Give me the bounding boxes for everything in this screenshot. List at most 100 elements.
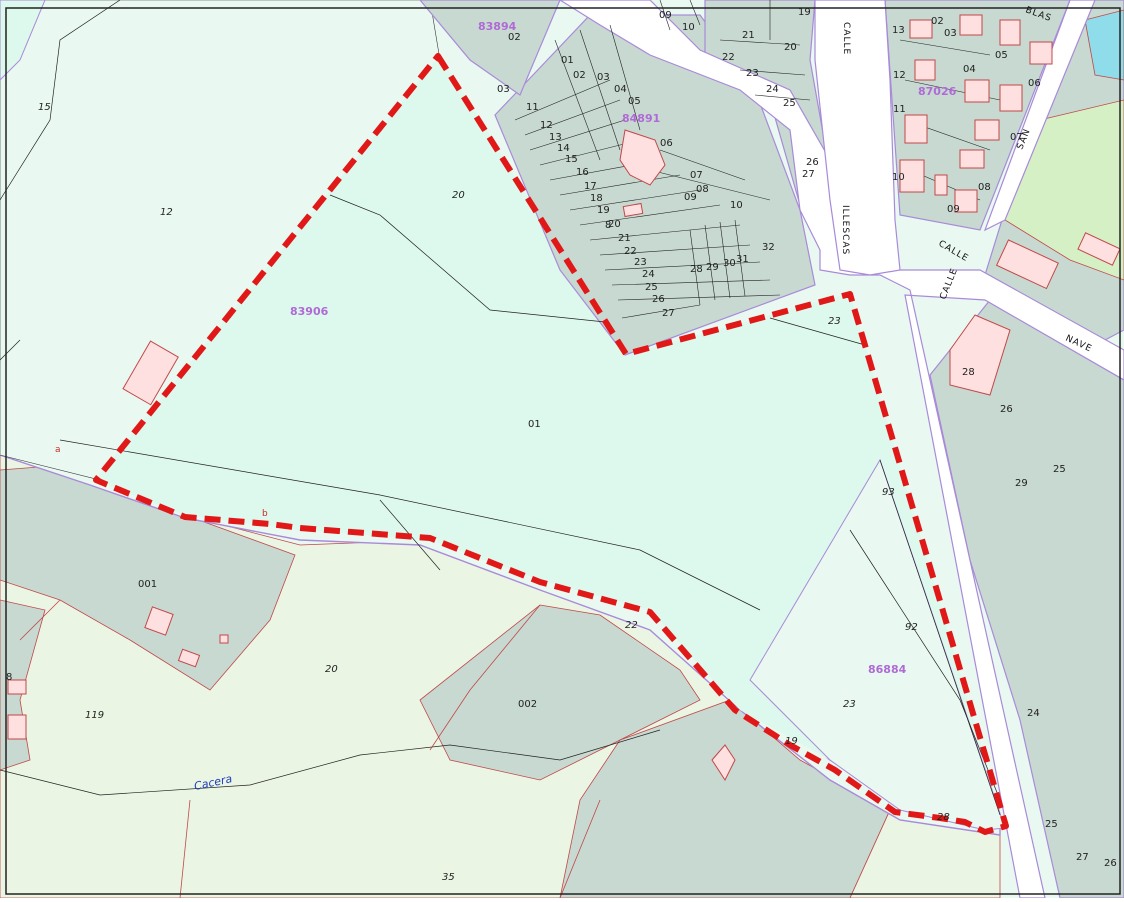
field-boundaries — [19, 599, 601, 899]
parcel-label: 22 — [624, 246, 637, 257]
parcel-label: 27 — [1076, 852, 1089, 863]
parcel-label: 03 — [497, 84, 510, 95]
parcel-label: 07 — [690, 170, 703, 181]
block-label-83894: 83894 — [478, 20, 517, 33]
building — [1029, 41, 1053, 65]
parcel-label: 22 — [722, 52, 735, 63]
parcel-label: 26 — [1000, 404, 1013, 415]
parcel-label: 23 — [746, 68, 759, 79]
building — [999, 84, 1023, 112]
parcel-label: 25 — [783, 98, 796, 109]
parcel-label: 05 — [628, 96, 641, 107]
parcel-label: 09 — [947, 204, 960, 215]
red-label-a: a — [55, 445, 61, 455]
parcel-label: 10 — [682, 22, 695, 33]
block-label-84891: 84891 — [622, 112, 660, 125]
parcel-label: 21 — [742, 30, 755, 41]
parcel-label: 20 — [325, 664, 338, 675]
parcel-label: 28 — [937, 812, 950, 823]
parcel-label: 13 — [549, 132, 562, 143]
parcel-label: 02 — [573, 70, 586, 81]
parcel-label: 26 — [652, 294, 665, 305]
parcel-label: 26 — [806, 157, 819, 168]
parcel-label: 27 — [662, 308, 675, 319]
parcel-label: 25 — [645, 282, 658, 293]
parcel-label: 25 — [1045, 819, 1058, 830]
building — [1077, 232, 1121, 266]
parcel-label: 21 — [618, 233, 631, 244]
building — [995, 239, 1059, 290]
parcel-label: 8 — [605, 220, 611, 231]
parcel-label: 20 — [784, 42, 797, 53]
parcel-label: 07 — [1010, 132, 1023, 143]
parcel-label: 14 — [557, 143, 570, 154]
building — [959, 14, 983, 36]
parcel-label: 04 — [614, 84, 627, 95]
building — [7, 714, 27, 740]
building — [934, 174, 948, 196]
parcel-label: 16 — [576, 167, 589, 178]
parcel-label: 23 — [634, 257, 647, 268]
building — [999, 19, 1021, 46]
parcel-label: 29 — [706, 262, 719, 273]
parcel-label: 12 — [160, 207, 173, 218]
building — [619, 129, 666, 186]
parcel-label: 03 — [597, 72, 610, 83]
block-label-83906: 83906 — [290, 305, 329, 318]
parcel-label: 08 — [696, 184, 709, 195]
street-label-illescas: ILLESCAS — [840, 205, 850, 255]
parcel-label: 08 — [978, 182, 991, 193]
parcel-label: 8 — [6, 672, 12, 683]
parcel-label: 20 — [452, 190, 465, 201]
parcel-label: 93 — [882, 487, 895, 498]
block-83894 — [419, 0, 561, 96]
building — [959, 149, 985, 169]
parcel-label: 32 — [762, 242, 775, 253]
pool — [1084, 9, 1124, 81]
parcel-label: 22 — [625, 620, 638, 631]
building — [219, 634, 229, 644]
parcel-label: 17 — [584, 181, 597, 192]
building — [904, 114, 928, 144]
building — [711, 744, 736, 782]
parcel-label: 24 — [766, 84, 779, 95]
parcel-label: 18 — [590, 193, 603, 204]
parcel-label: 20 — [608, 219, 621, 230]
top-left-strip — [0, 0, 46, 81]
parcel-label: 24 — [1027, 708, 1040, 719]
parcel-label: 19 — [597, 205, 610, 216]
parcel-label: 12 — [893, 70, 906, 81]
parcel-label: 12 — [540, 120, 553, 131]
parcel-label: 06 — [1028, 78, 1041, 89]
building — [7, 679, 27, 695]
parcel-label: 28 — [962, 367, 975, 378]
subject-boundary — [93, 53, 1009, 835]
parcel-label: 31 — [736, 254, 749, 265]
parcel-label: 01 — [561, 55, 574, 66]
building — [899, 159, 925, 193]
parcel-lines-84891 — [514, 24, 781, 319]
building — [144, 606, 174, 636]
parcel-label: 29 — [1015, 478, 1028, 489]
parcel-label: 92 — [905, 622, 918, 633]
parcel-label: 24 — [642, 269, 655, 280]
parcel-label: 35 — [442, 872, 455, 883]
parcel-label: 25 — [1053, 464, 1066, 475]
street-label-calle-north: CALLE — [841, 22, 851, 55]
building — [914, 59, 936, 81]
building — [122, 340, 179, 406]
parcel-label: 04 — [963, 64, 976, 75]
parcel-label: 23 — [828, 316, 841, 327]
buildings — [7, 14, 1121, 782]
red-label-b: b — [262, 509, 268, 519]
building — [949, 314, 1011, 396]
parcel-label: 09 — [684, 192, 697, 203]
building — [177, 648, 201, 668]
block-87026 — [884, 0, 1071, 231]
map-border — [5, 7, 1121, 895]
parcel-label: 19 — [798, 7, 811, 18]
parcel-label: 13 — [892, 25, 905, 36]
building — [954, 189, 978, 213]
